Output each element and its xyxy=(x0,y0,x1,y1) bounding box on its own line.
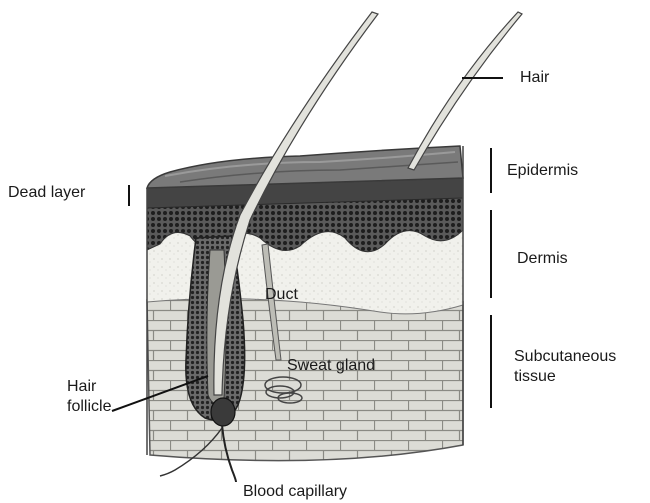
label-dermis: Dermis xyxy=(517,249,568,269)
label-subcutaneous-tissue: Subcutaneous tissue xyxy=(514,347,616,387)
label-subcutaneous-line2: tissue xyxy=(514,367,616,387)
hair-shaft-right xyxy=(408,12,522,170)
label-subcutaneous-line1: Subcutaneous xyxy=(514,347,616,367)
label-hair: Hair xyxy=(520,68,549,88)
label-epidermis: Epidermis xyxy=(507,161,578,181)
label-duct: Duct xyxy=(265,285,298,305)
label-sweat-gland: Sweat gland xyxy=(287,356,375,376)
label-hair-follicle-line2: follicle xyxy=(67,397,111,417)
label-blood-capillary: Blood capillary xyxy=(243,482,347,502)
label-dead-layer: Dead layer xyxy=(8,183,85,203)
label-hair-follicle: Hair follicle xyxy=(67,377,111,417)
label-hair-follicle-line1: Hair xyxy=(67,377,111,397)
